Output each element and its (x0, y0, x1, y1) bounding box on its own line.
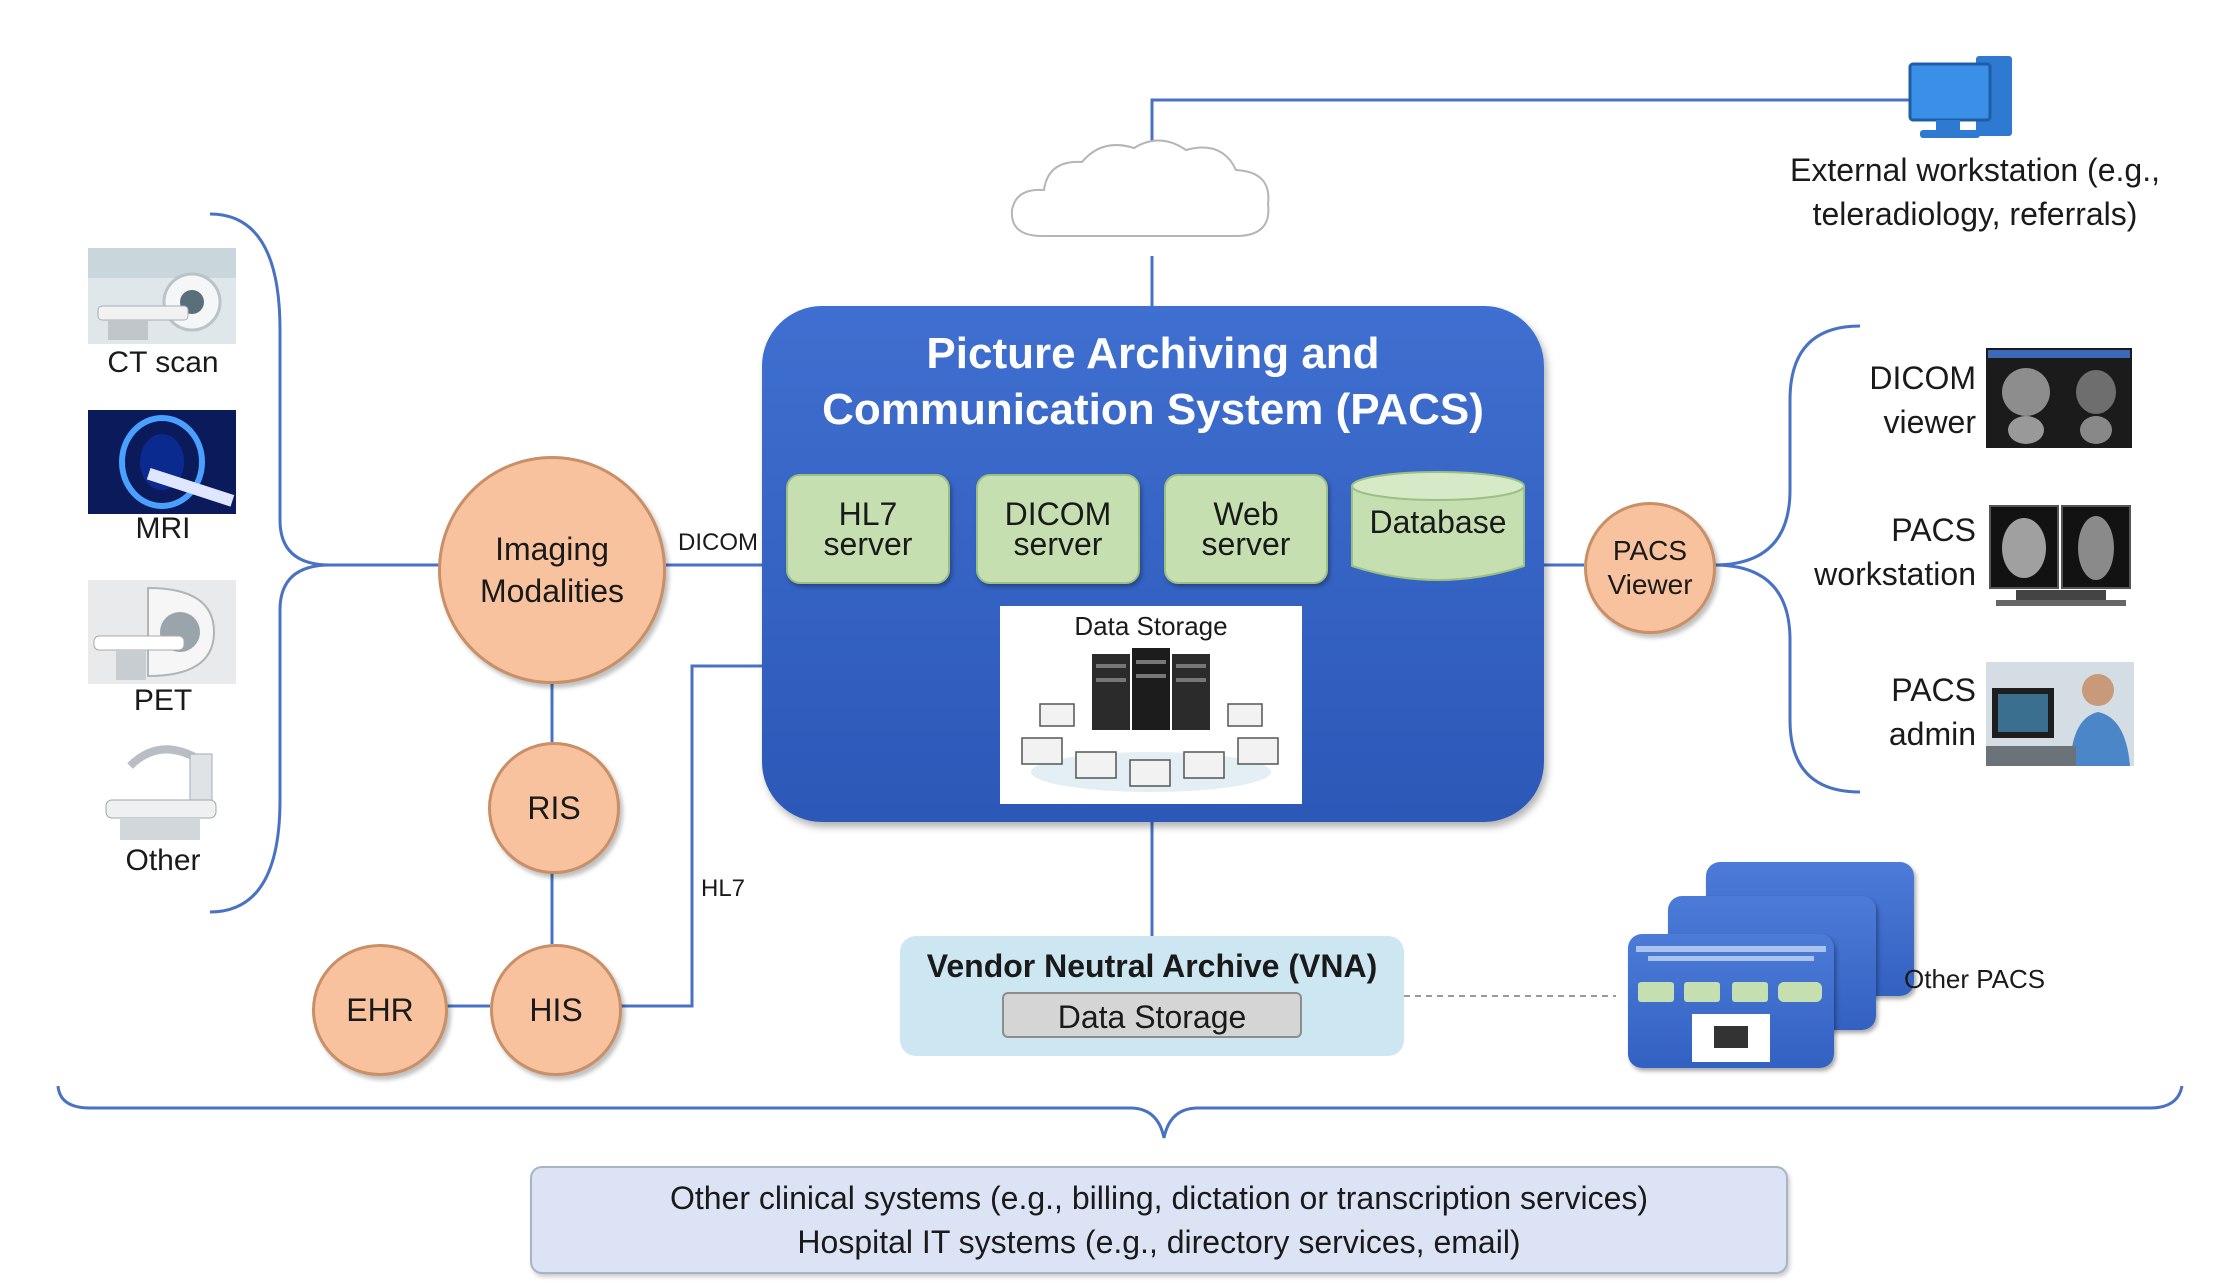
dicom-viewer-image (1986, 348, 2132, 448)
other-label: Other (125, 844, 201, 877)
his-node: HIS (490, 944, 622, 1076)
external-workstation-label: External workstation (e.g.,teleradiology… (1790, 152, 2160, 232)
ehr-node: EHR (312, 944, 448, 1076)
vendor-neutral-archive-box: Vendor Neutral Archive (VNA) Data Storag… (900, 936, 1404, 1056)
pacs-title: Picture Archiving and Communication Syst… (822, 329, 1484, 434)
other-systems-box: Other clinical systems (e.g., billing, d… (530, 1166, 1788, 1274)
dicom-connection-label: DICOM (678, 529, 758, 556)
cloud-icon (1010, 139, 1270, 237)
pacs-system-box: Picture Archiving and Communication Syst… (762, 306, 1544, 822)
hl7-connection-label: HL7 (700, 875, 746, 902)
mri-image (88, 410, 236, 514)
other-clinical-systems-text: Other clinical systems (e.g., billing, d… (669, 1180, 1649, 1216)
other-pacs-label: Other PACS (1904, 964, 2046, 994)
ct-scan-label: CT scan (107, 346, 219, 379)
mri-label: MRI (135, 512, 191, 545)
pacs-admin-image (1986, 662, 2134, 766)
hospital-it-systems-text: Hospital IT systems (e.g., directory ser… (797, 1224, 1521, 1260)
pet-scanner-image (88, 580, 236, 684)
ct-scanner-image (88, 248, 236, 344)
data-storage-panel: Data Storage (1000, 606, 1302, 804)
pacs-workstation-image (1989, 505, 2131, 606)
vna-data-storage: Data Storage (1002, 992, 1302, 1038)
data-storage-servers-icon (1021, 648, 1279, 792)
computer-monitor-icon (1908, 56, 2012, 138)
pet-label: PET (133, 684, 193, 717)
other-pacs-card-1 (1628, 934, 1834, 1068)
database-cylinder: Database (1350, 468, 1526, 586)
vna-title: Vendor Neutral Archive (VNA) (926, 948, 1378, 984)
ris-node: RIS (488, 742, 620, 874)
other-modality-image (100, 736, 228, 846)
